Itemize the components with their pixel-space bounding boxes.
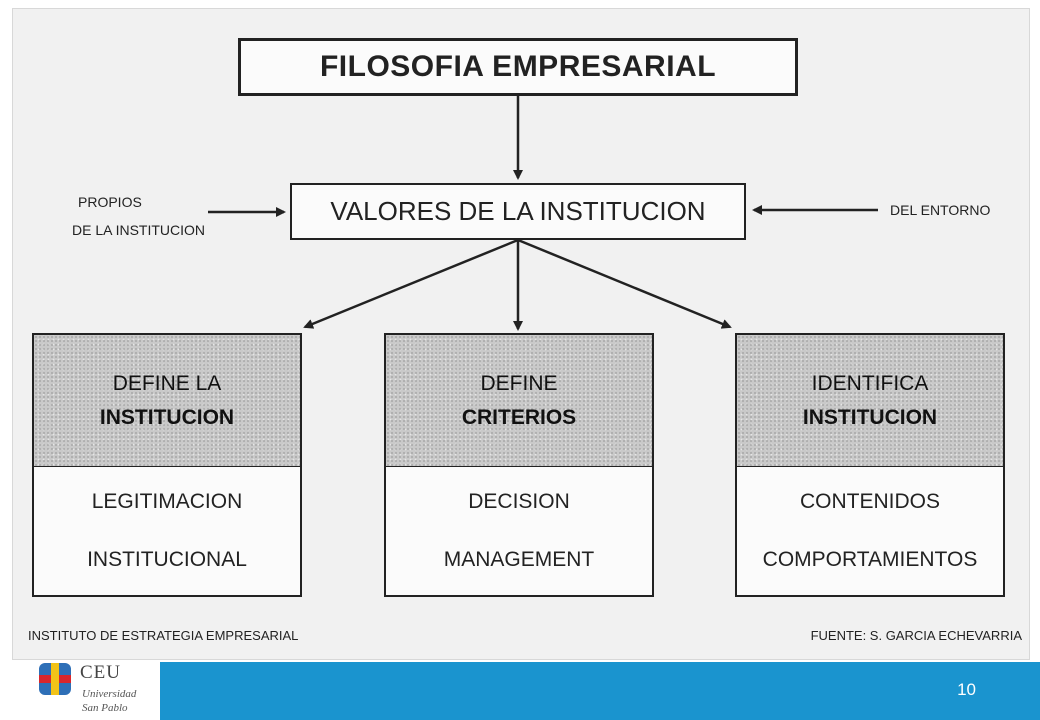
arrow-to-panel-left xyxy=(303,238,519,329)
panel-define-criterios: DEFINE CRITERIOS DECISION MANAGEMENT xyxy=(384,333,654,597)
panel-header: DEFINE LA INSTITUCION xyxy=(34,335,300,467)
title-box: FILOSOFIA EMPRESARIAL xyxy=(238,38,798,96)
page-number: 10 xyxy=(957,680,976,699)
panel-header: DEFINE CRITERIOS xyxy=(386,335,652,467)
panel-body-line2: MANAGEMENT xyxy=(443,548,595,571)
panel-body-line1: LEGITIMACION xyxy=(91,490,243,513)
panel-header-line1: IDENTIFICA xyxy=(811,371,929,395)
footer-source-left: INSTITUTO DE ESTRATEGIA EMPRESARIAL xyxy=(28,628,299,643)
footer-source-right: FUENTE: S. GARCIA ECHEVARRIA xyxy=(810,628,1022,643)
logo-name: CEU xyxy=(80,662,121,683)
panel-header-line2: CRITERIOS xyxy=(461,405,577,429)
arrow-to-panel-right xyxy=(517,238,732,329)
values-box: VALORES DE LA INSTITUCION xyxy=(290,183,746,240)
panel-identifica-institucion: IDENTIFICA INSTITUCION CONTENIDOS COMPOR… xyxy=(735,333,1005,597)
panel-body: CONTENIDOS COMPORTAMIENTOS xyxy=(737,467,1003,595)
left-input-line2: DE LA INSTITUCION xyxy=(72,222,206,238)
panel-define-institucion: DEFINE LA INSTITUCION LEGITIMACION INSTI… xyxy=(32,333,302,597)
panel-body-line1: DECISION xyxy=(468,490,570,513)
panel-header-line2: INSTITUCION xyxy=(802,405,938,429)
panel-body-line2: INSTITUCIONAL xyxy=(87,548,247,571)
ceu-cross-icon xyxy=(39,663,71,695)
panel-header-line1: DEFINE xyxy=(480,371,558,395)
panel-body: LEGITIMACION INSTITUCIONAL xyxy=(34,467,300,595)
footer-bar: 10 xyxy=(160,662,1040,720)
panel-header: IDENTIFICA INSTITUCION xyxy=(737,335,1003,467)
panel-header-line2: INSTITUCION xyxy=(99,405,235,429)
logo-subtitle-line1: Universidad xyxy=(82,688,137,700)
right-input-label: DEL ENTORNO xyxy=(890,202,991,218)
diagram-arrows xyxy=(208,96,878,331)
panel-header-line1: DEFINE LA xyxy=(112,371,222,395)
logo-subtitle-line2: San Pablo xyxy=(82,702,128,714)
panel-body-line2: COMPORTAMIENTOS xyxy=(762,548,978,571)
left-input-label: PROPIOS DE LA INSTITUCION xyxy=(72,188,205,244)
panel-body-line1: CONTENIDOS xyxy=(799,490,940,513)
panel-body: DECISION MANAGEMENT xyxy=(386,467,652,595)
left-input-line1: PROPIOS xyxy=(78,194,142,210)
ceu-logo: CEU Universidad San Pablo xyxy=(36,660,156,720)
